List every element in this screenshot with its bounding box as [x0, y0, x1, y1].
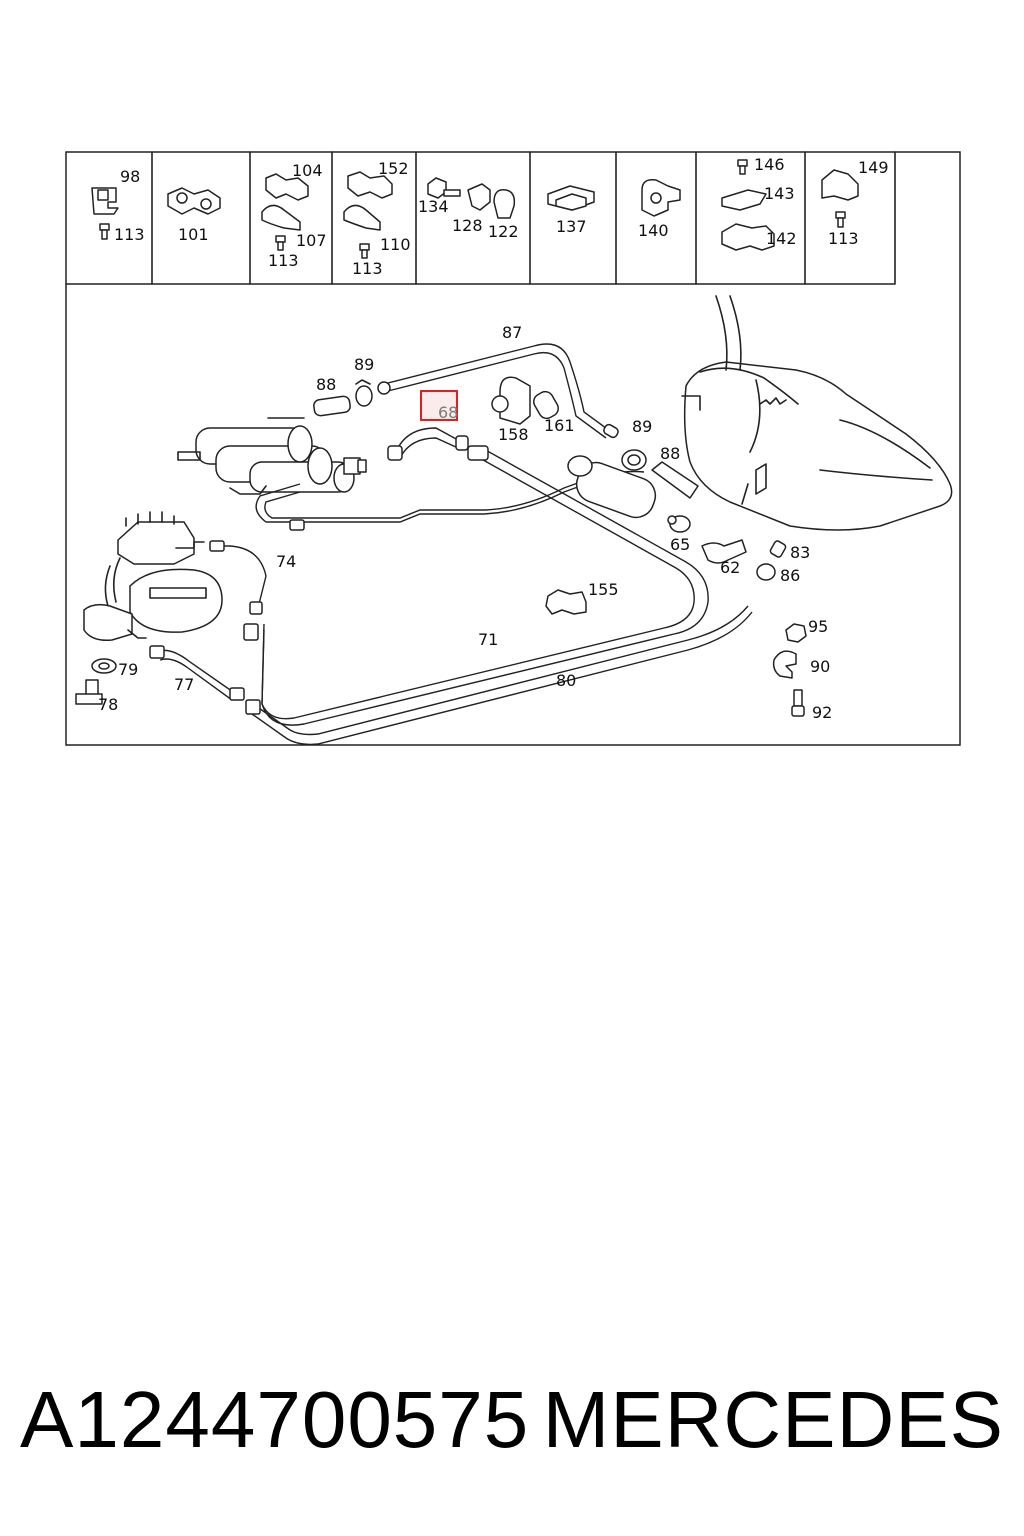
label-83: 83 — [790, 543, 810, 562]
label-98: 98 — [120, 167, 140, 186]
label-113: 113 — [828, 229, 859, 248]
screw-113-icon — [99, 223, 110, 240]
hose-88 — [651, 461, 699, 499]
clamp-89 — [621, 449, 647, 471]
fuel-tank — [681, 295, 953, 531]
nut-95 — [785, 623, 807, 643]
pipe-74 — [209, 540, 267, 615]
label-88: 88 — [660, 444, 680, 463]
clip-104-icon — [265, 173, 309, 201]
label-113: 113 — [114, 225, 145, 244]
label-149: 149 — [858, 158, 889, 177]
bracket-128-icon — [467, 183, 491, 211]
label-158: 158 — [498, 425, 529, 444]
clip-155 — [545, 589, 587, 615]
label-155: 155 — [588, 580, 619, 599]
label-71: 71 — [478, 630, 498, 649]
label-104: 104 — [292, 161, 323, 180]
label-107: 107 — [296, 231, 327, 250]
label-122: 122 — [488, 222, 519, 241]
label-62: 62 — [720, 558, 740, 577]
catalog-footer: A1244700575 MERCEDES — [20, 1370, 1004, 1470]
label-146: 146 — [754, 155, 785, 174]
label-77: 77 — [174, 675, 194, 694]
brand-name: MERCEDES — [542, 1375, 1004, 1464]
clamp-86 — [756, 563, 776, 581]
fuel-pump-assembly — [177, 417, 367, 495]
label-161: 161 — [544, 416, 575, 435]
label-79: 79 — [118, 660, 138, 679]
clip-101-icon — [167, 187, 221, 215]
label-113: 113 — [268, 251, 299, 270]
label-65: 65 — [670, 535, 690, 554]
fitting-83 — [769, 540, 787, 558]
label-89: 89 — [632, 417, 652, 436]
clip-122-icon — [493, 189, 516, 219]
clip-140-icon — [641, 178, 681, 217]
screw-113-icon — [835, 211, 846, 228]
label-92: 92 — [812, 703, 832, 722]
clip-98-icon — [91, 187, 119, 215]
bracket-143-icon — [721, 189, 767, 211]
clamp-89 — [355, 379, 373, 407]
pipe-71 — [243, 445, 709, 726]
screw-113-icon — [359, 243, 370, 259]
screw-146-icon — [737, 159, 748, 175]
pipe-80 — [245, 605, 753, 746]
label-68: 68 — [438, 403, 458, 422]
bolt-134-icon — [427, 177, 461, 199]
label-87: 87 — [502, 323, 522, 342]
hardware-header-row — [65, 151, 896, 285]
clamp-107-icon — [261, 204, 301, 231]
label-137: 137 — [556, 217, 587, 236]
label-74: 74 — [276, 552, 296, 571]
highlight-box-68 — [420, 390, 458, 421]
label-95: 95 — [808, 617, 828, 636]
label-128: 128 — [452, 216, 483, 235]
label-80: 80 — [556, 671, 576, 690]
holder-137-icon — [547, 185, 595, 211]
bolt-78 — [75, 679, 103, 705]
diagram-frame — [65, 151, 961, 746]
pipe-87 — [377, 343, 619, 439]
hose-62 — [701, 539, 747, 564]
pipe-68 — [387, 427, 469, 461]
washer-79 — [91, 658, 117, 674]
fuel-filter — [567, 455, 657, 519]
label-78: 78 — [98, 695, 118, 714]
label-143: 143 — [764, 184, 795, 203]
label-90: 90 — [810, 657, 830, 676]
clip-142-icon — [721, 223, 775, 251]
label-142: 142 — [766, 229, 797, 248]
label-86: 86 — [780, 566, 800, 585]
part-number: A1244700575 — [20, 1375, 530, 1464]
clamp-90 — [772, 650, 797, 679]
label-101: 101 — [178, 225, 209, 244]
part-65 — [667, 515, 691, 533]
label-88: 88 — [316, 375, 336, 394]
bracket-158 — [491, 376, 531, 425]
label-113: 113 — [352, 259, 383, 278]
label-134: 134 — [418, 197, 449, 216]
screw-113-icon — [275, 235, 286, 251]
label-110: 110 — [380, 235, 411, 254]
screw-92 — [791, 689, 805, 717]
label-140: 140 — [638, 221, 669, 240]
fuel-distributor-assembly — [83, 511, 223, 642]
clip-152-icon — [347, 171, 393, 199]
label-89: 89 — [354, 355, 374, 374]
bushing-161 — [533, 390, 559, 420]
label-152: 152 — [378, 159, 409, 178]
pipe-77 — [149, 645, 245, 701]
hose-88 — [313, 395, 351, 417]
clamp-110-icon — [343, 204, 381, 231]
clip-149-icon — [821, 169, 859, 201]
